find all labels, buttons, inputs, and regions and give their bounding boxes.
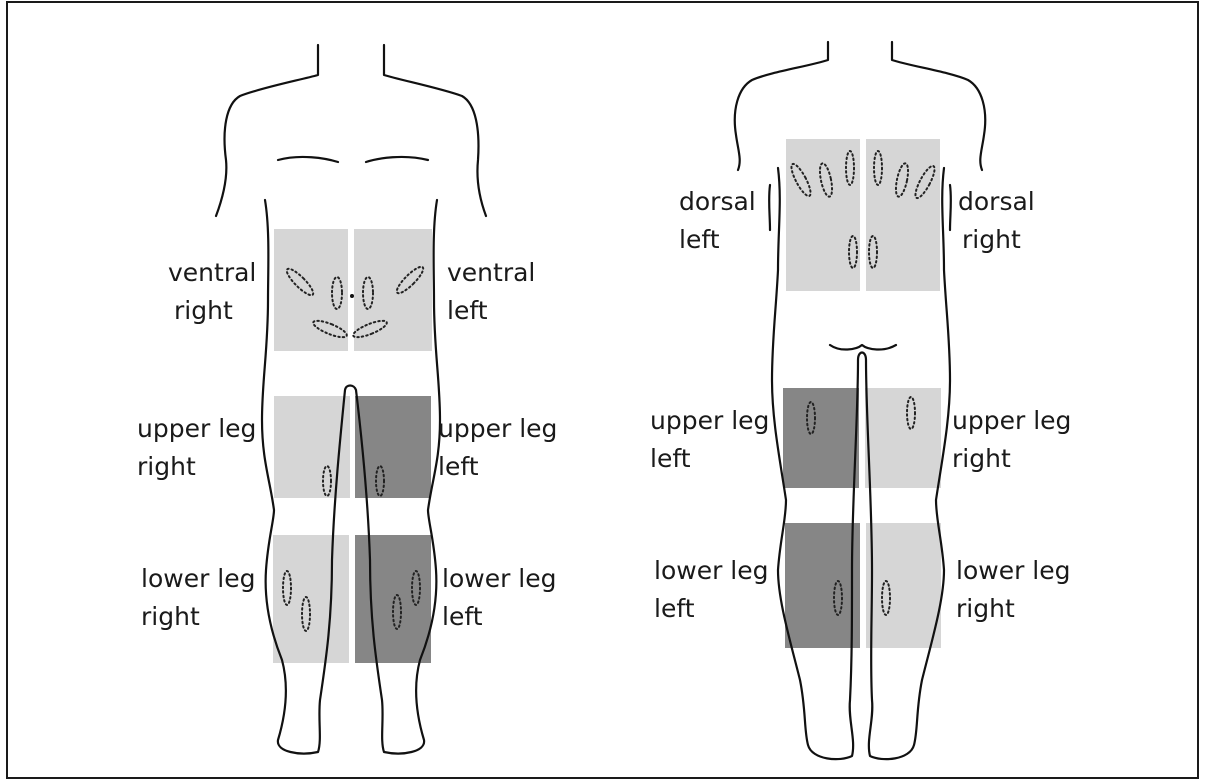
- zone-ventral-right: [274, 229, 348, 351]
- zone-dorsal-left: [786, 139, 860, 291]
- zone-ventral-left: [354, 229, 432, 351]
- zone-upper-leg-right-back: [865, 388, 941, 488]
- navel-marker: [350, 294, 354, 298]
- front-body-outline: [216, 45, 486, 754]
- zone-dorsal-right: [866, 139, 940, 291]
- zone-lower-leg-right-back: [866, 523, 941, 648]
- zone-upper-leg-left-back: [783, 388, 859, 488]
- zone-lower-leg-left-back: [785, 523, 860, 648]
